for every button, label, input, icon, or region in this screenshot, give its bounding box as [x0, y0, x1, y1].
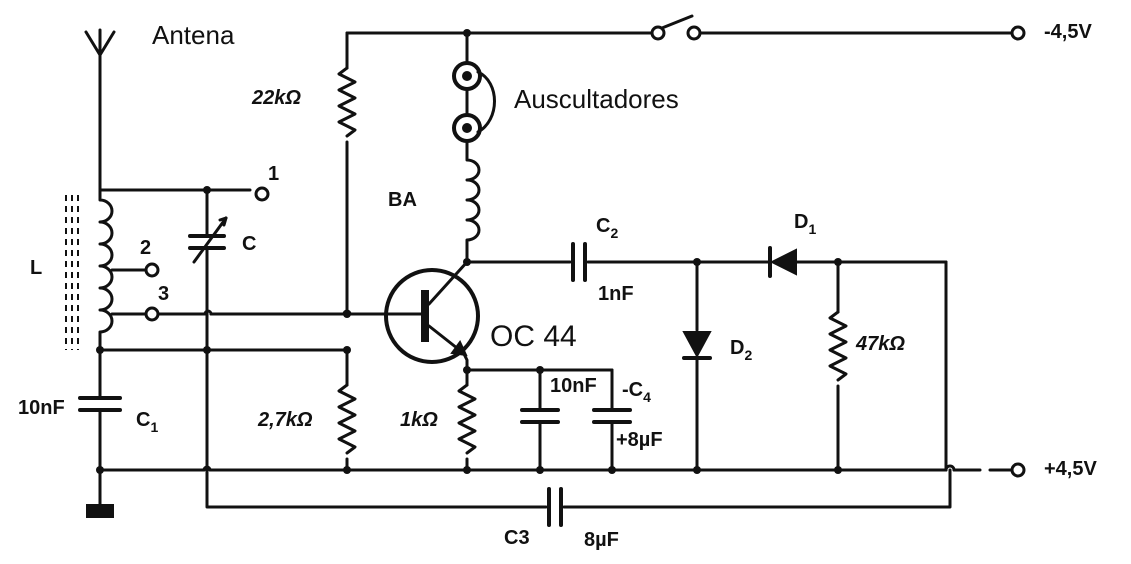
antenna-label: Antena	[152, 20, 235, 50]
r-load-label: 47kΩ	[855, 333, 905, 355]
c4-label: -C4	[622, 379, 651, 405]
d2-label: D2	[730, 337, 752, 363]
supply-negative-label: -4,5V	[1044, 21, 1092, 43]
power-switch[interactable]	[650, 14, 702, 41]
c1-label: C1	[136, 409, 158, 435]
c2-label: C2	[596, 215, 618, 241]
c-emitter-value: 10nF	[550, 375, 597, 397]
supply-positive-label: +4,5V	[1044, 458, 1097, 480]
ground-symbol	[86, 504, 114, 518]
resistor-47k	[828, 310, 848, 382]
resistor-22k	[337, 66, 357, 138]
c3-label: C3	[504, 527, 530, 549]
ferrite-coil	[65, 188, 114, 352]
junction	[536, 466, 544, 474]
junction	[693, 466, 701, 474]
coil-label: L	[30, 257, 42, 279]
resistor-1k	[457, 383, 477, 455]
transistor-oc44	[384, 260, 480, 372]
diode-d2	[682, 260, 712, 472]
junction	[463, 466, 471, 474]
junction	[834, 466, 842, 474]
diode-d1	[768, 246, 797, 278]
c3-value: 8µF	[584, 529, 619, 551]
headphones-label: Auscultadores	[514, 84, 679, 114]
tap-terminal-3[interactable]	[144, 306, 160, 322]
c1-value: 10nF	[18, 397, 65, 419]
junction	[343, 310, 351, 318]
tap-label-1: 1	[268, 163, 279, 185]
r-bias-bottom-label: 2,7kΩ	[257, 409, 313, 431]
tap-label-2: 2	[140, 237, 151, 259]
junction	[608, 466, 616, 474]
variable-capacitor	[188, 188, 228, 352]
headphones-symbol	[452, 31, 496, 143]
capacitor-emitter-10nf	[520, 368, 560, 472]
r-bias-top-label: 22kΩ	[251, 87, 301, 109]
terminal-positive[interactable]	[1010, 462, 1026, 478]
resistor-2k7	[337, 383, 357, 455]
tap-terminal-1[interactable]	[254, 186, 270, 202]
capacitor-c4	[592, 368, 632, 472]
tap-label-3: 3	[158, 283, 169, 305]
choke-coil	[465, 139, 481, 264]
wire-c3-left	[205, 348, 548, 509]
tuning-cap-label: C	[242, 233, 256, 255]
capacitor-c3	[547, 487, 563, 527]
capacitor-c1	[78, 348, 122, 507]
d1-label: D1	[794, 211, 816, 237]
junction	[203, 186, 211, 194]
c2-value: 1nF	[598, 283, 634, 305]
capacitor-c2	[571, 242, 587, 282]
r-emitter-label: 1kΩ	[400, 409, 438, 431]
junction	[343, 466, 351, 474]
choke-label: BA	[388, 189, 417, 211]
c4-value: +8µF	[616, 429, 663, 451]
antenna-symbol	[84, 28, 116, 192]
terminal-negative[interactable]	[1010, 25, 1026, 41]
tap-terminal-2[interactable]	[144, 262, 160, 278]
wire-c3-right	[562, 468, 952, 509]
transistor-label: OC 44	[490, 320, 577, 353]
